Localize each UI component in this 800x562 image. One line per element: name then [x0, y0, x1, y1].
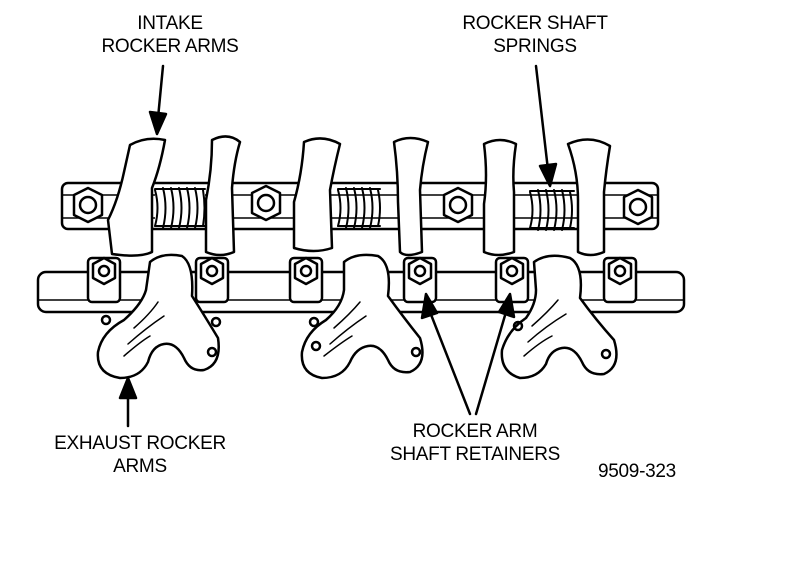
springs-label-line2: SPRINGS	[493, 36, 577, 57]
lower-bolt	[308, 316, 320, 328]
exhaust-rocker-arm	[500, 254, 618, 380]
intake-label-line1: INTAKE	[137, 13, 203, 34]
intake-label-line2: ROCKER ARMS	[101, 36, 239, 57]
shaft-retainer	[194, 256, 230, 304]
rocker-shaft-springs-label: ROCKER SHAFT SPRINGS	[440, 12, 630, 58]
lower-bolt	[100, 314, 112, 326]
rocker-shaft-spring-3	[529, 189, 575, 231]
retainers-arrow-right	[474, 292, 516, 416]
bolt-head	[250, 184, 282, 222]
springs-arrow	[534, 64, 558, 188]
intake-rocker-arms-label: INTAKE ROCKER ARMS	[80, 12, 260, 58]
intake-rocker-arm	[482, 138, 518, 257]
rocker-arm-shaft-retainers-label: ROCKER ARM SHAFT RETAINERS	[370, 420, 580, 466]
upper-shaft-bolts	[72, 184, 654, 226]
exhaust-rocker-arms	[96, 253, 618, 380]
bolt-head	[72, 186, 104, 224]
exhaust-label-line2: ARMS	[113, 456, 167, 477]
rocker-shaft-spring-1	[154, 187, 206, 229]
bolt-head	[622, 188, 654, 226]
retainers-label-line2: SHAFT RETAINERS	[389, 444, 561, 465]
retainers-label-line1: ROCKER ARM	[412, 421, 538, 442]
bolt-head	[442, 186, 474, 224]
shaft-retainer	[288, 256, 324, 304]
exhaust-label-line1: EXHAUST ROCKER	[54, 433, 226, 454]
figure-number: 9509-323	[598, 461, 676, 482]
intake-rocker-arm	[292, 137, 342, 253]
exhaust-arrow	[118, 376, 138, 428]
intake-arrow	[148, 64, 168, 136]
leader-arrows	[118, 64, 558, 428]
retainers-arrow-left	[420, 292, 472, 416]
intake-rocker-arm	[392, 136, 430, 257]
intake-rocker-arm	[106, 137, 167, 257]
intake-rocker-arms	[106, 135, 612, 257]
exhaust-rocker-arm	[300, 253, 424, 380]
springs-label-line1: ROCKER SHAFT	[462, 13, 608, 34]
exhaust-rocker-arm	[96, 253, 220, 380]
rocker-shaft-spring-2	[337, 187, 381, 229]
shaft-retainer	[86, 256, 122, 304]
intake-rocker-arm	[566, 138, 612, 257]
lower-bolt	[512, 320, 524, 332]
rocker-arm-shaft-retainers	[86, 256, 638, 304]
lower-bolt	[210, 316, 222, 328]
intake-rocker-arm	[204, 135, 242, 257]
exhaust-rocker-arms-label: EXHAUST ROCKER ARMS	[40, 432, 240, 478]
shaft-retainer	[402, 256, 438, 304]
shaft-retainer	[602, 256, 638, 304]
shaft-retainer	[494, 256, 530, 304]
